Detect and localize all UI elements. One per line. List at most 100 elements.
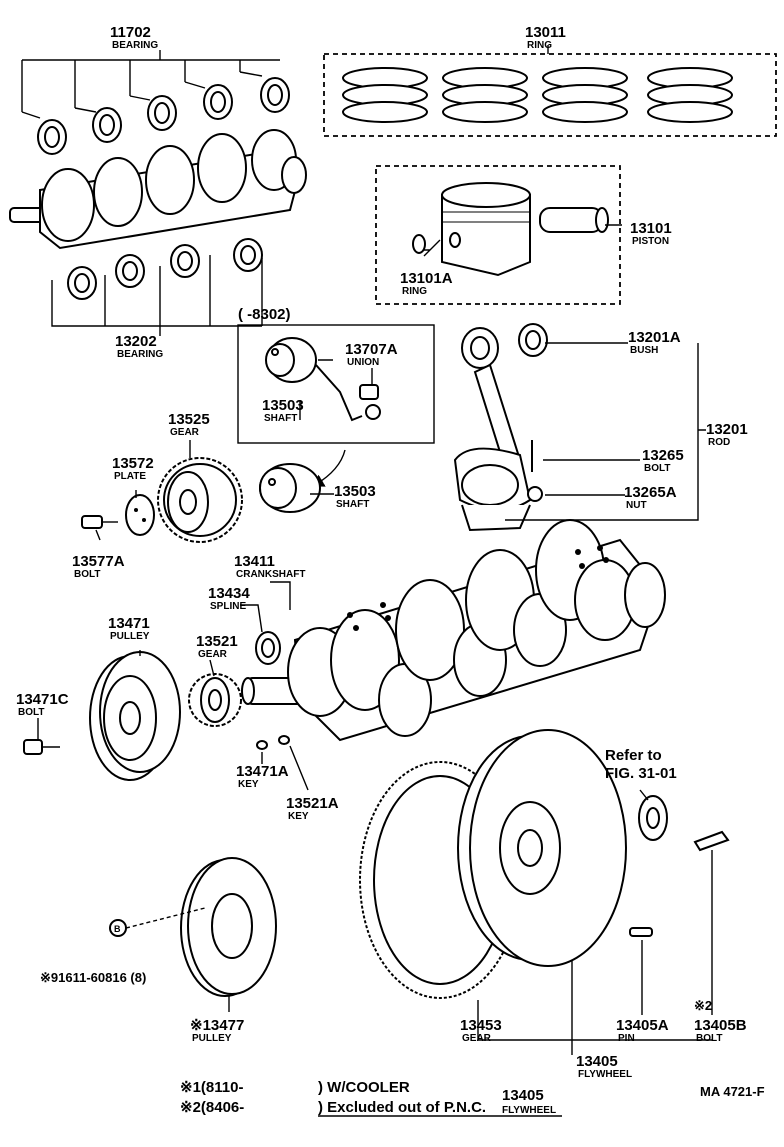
part-name: PULLEY bbox=[192, 1033, 232, 1044]
part-labels: 11702BEARING13011RING13101PISTON13101ARI… bbox=[16, 24, 748, 1080]
part-name: BEARING bbox=[117, 349, 163, 360]
part-name: FLYWHEEL bbox=[578, 1069, 632, 1080]
refer-to-line2: FIG. 31-01 bbox=[605, 765, 677, 782]
part-name: PIN bbox=[618, 1033, 635, 1044]
part-number: 13405A bbox=[616, 1017, 669, 1034]
part-number: 13471A bbox=[236, 763, 289, 780]
piston-group bbox=[375, 165, 622, 305]
connecting-rod-group bbox=[453, 323, 706, 532]
part-name: SHAFT bbox=[336, 499, 369, 510]
part-number: 13453 bbox=[460, 1017, 502, 1034]
piston-rings-group bbox=[323, 45, 777, 137]
part-name: GEAR bbox=[198, 649, 228, 660]
part-name: PLATE bbox=[114, 471, 146, 482]
footnotes: ※1(8110- ) W/COOLER ※2(8406- ) Excluded … bbox=[180, 1079, 562, 1117]
lower-bearing-shells bbox=[51, 238, 263, 336]
flywheel-group bbox=[359, 729, 730, 1055]
part-number: 11702 bbox=[110, 24, 151, 41]
part-name: BOLT bbox=[74, 569, 100, 580]
part-number: 13525 bbox=[168, 411, 210, 428]
footnote-ref-number: 13405 bbox=[502, 1087, 544, 1104]
spline-and-gear bbox=[188, 604, 281, 727]
part-name: BOLT bbox=[18, 707, 44, 718]
part-number: 13201 bbox=[706, 421, 748, 438]
part-number: ※13477 bbox=[190, 1017, 244, 1034]
part-number: 13201A bbox=[628, 329, 681, 346]
part-number: 13707A bbox=[345, 341, 398, 358]
part-name: GEAR bbox=[462, 1033, 492, 1044]
part-number: 13521A bbox=[286, 795, 339, 812]
leader-lines bbox=[37, 50, 441, 740]
pulley-13477 bbox=[109, 857, 277, 1012]
part-name: UNION bbox=[347, 357, 379, 368]
part-number: 13405 bbox=[576, 1053, 618, 1070]
footnote-2-mark: ※2(8406- bbox=[180, 1099, 244, 1116]
bolt-marker-b: B bbox=[114, 924, 121, 934]
part-name: KEY bbox=[238, 779, 259, 790]
date-range-callout: ( -8302) bbox=[238, 306, 291, 323]
part-number: 13503 bbox=[262, 397, 304, 414]
part-name: PULLEY bbox=[110, 631, 150, 642]
part-name: BEARING bbox=[112, 40, 158, 51]
star2-marker: ※2 bbox=[694, 998, 712, 1013]
part-name: RING bbox=[527, 40, 552, 51]
part-number: 13471 bbox=[108, 615, 150, 632]
part-number: 13265 bbox=[642, 447, 684, 464]
footnote-1-mark: ※1(8110- bbox=[180, 1079, 243, 1096]
part-name: KEY bbox=[288, 811, 309, 822]
part-number: 13011 bbox=[525, 24, 566, 41]
footnote-2-text: ) Excluded out of P.N.C. bbox=[318, 1099, 486, 1116]
part-number: 13503 bbox=[334, 483, 376, 500]
part-number: 13434 bbox=[208, 585, 250, 602]
part-number: 13411 bbox=[234, 553, 275, 570]
part-number: 13572 bbox=[112, 455, 154, 472]
part-name: ROD bbox=[708, 437, 730, 448]
oil-shaft-inset bbox=[237, 324, 435, 487]
part-name: BOLT bbox=[644, 463, 670, 474]
part-number: 13405B bbox=[694, 1017, 747, 1034]
part-name: NUT bbox=[626, 500, 647, 511]
part-number: 13521 bbox=[196, 633, 238, 650]
main-crankshaft-illustration bbox=[241, 519, 666, 742]
part-number: 13471C bbox=[16, 691, 69, 708]
figure-id: MA 4721-F bbox=[700, 1084, 765, 1099]
shaft-13503-lower bbox=[259, 463, 334, 513]
crank-pulley-13471 bbox=[23, 650, 181, 781]
part-number: 13577A bbox=[72, 553, 125, 570]
upper-bearing-shells bbox=[21, 59, 290, 155]
part-name: SPLINE bbox=[210, 601, 246, 612]
part-number: 13265A bbox=[624, 484, 677, 501]
part-name: CRANKSHAFT bbox=[236, 569, 305, 580]
part-name: SHAFT bbox=[264, 413, 297, 424]
part-number: 13101 bbox=[630, 220, 672, 237]
refer-to-line1: Refer to bbox=[605, 747, 662, 764]
part-name: PISTON bbox=[632, 236, 669, 247]
